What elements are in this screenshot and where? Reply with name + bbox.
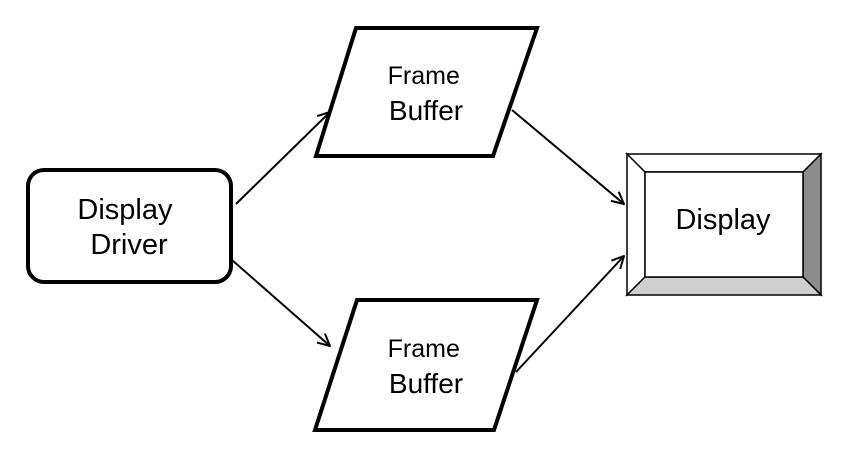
frame-buffer-top-label-line1: Frame — [388, 62, 460, 90]
svg-text:Frame Buffer: Frame Buffer — [388, 62, 465, 126]
display-driver-label-line1: Display — [77, 194, 173, 226]
display-driver-box — [26, 168, 233, 284]
frame-buffer-top-label-line2: Buffer — [389, 95, 463, 126]
frame-buffer-bottom-label-line2: Buffer — [389, 368, 463, 399]
node-frame-buffer-bottom: Frame Buffer — [312, 298, 540, 432]
node-display: Display — [625, 152, 823, 297]
display-label: Display — [675, 204, 771, 236]
node-display-driver: Display Driver — [26, 168, 233, 284]
edge-buffer-bottom-to-display — [515, 256, 624, 373]
display-face — [644, 171, 804, 278]
svg-text:Display Driver: Display Driver — [77, 194, 180, 261]
frame-buffer-top-shape — [313, 26, 540, 158]
edge-driver-to-buffer-bottom — [231, 259, 330, 346]
frame-buffer-bottom-label-line1: Frame — [388, 335, 460, 363]
svg-text:Frame Buffer: Frame Buffer — [388, 335, 465, 399]
display-bevel-right — [802, 152, 822, 297]
edge-buffer-top-to-display — [511, 109, 624, 204]
display-driver-label-line2: Driver — [90, 229, 168, 261]
display-bevel-top — [625, 153, 823, 173]
display-bevel-left — [626, 152, 646, 297]
node-frame-buffer-top: Frame Buffer — [313, 26, 540, 158]
display-bevel-bottom — [625, 276, 823, 296]
frame-buffer-bottom-shape — [312, 298, 540, 432]
edge-driver-to-buffer-top — [235, 112, 330, 205]
